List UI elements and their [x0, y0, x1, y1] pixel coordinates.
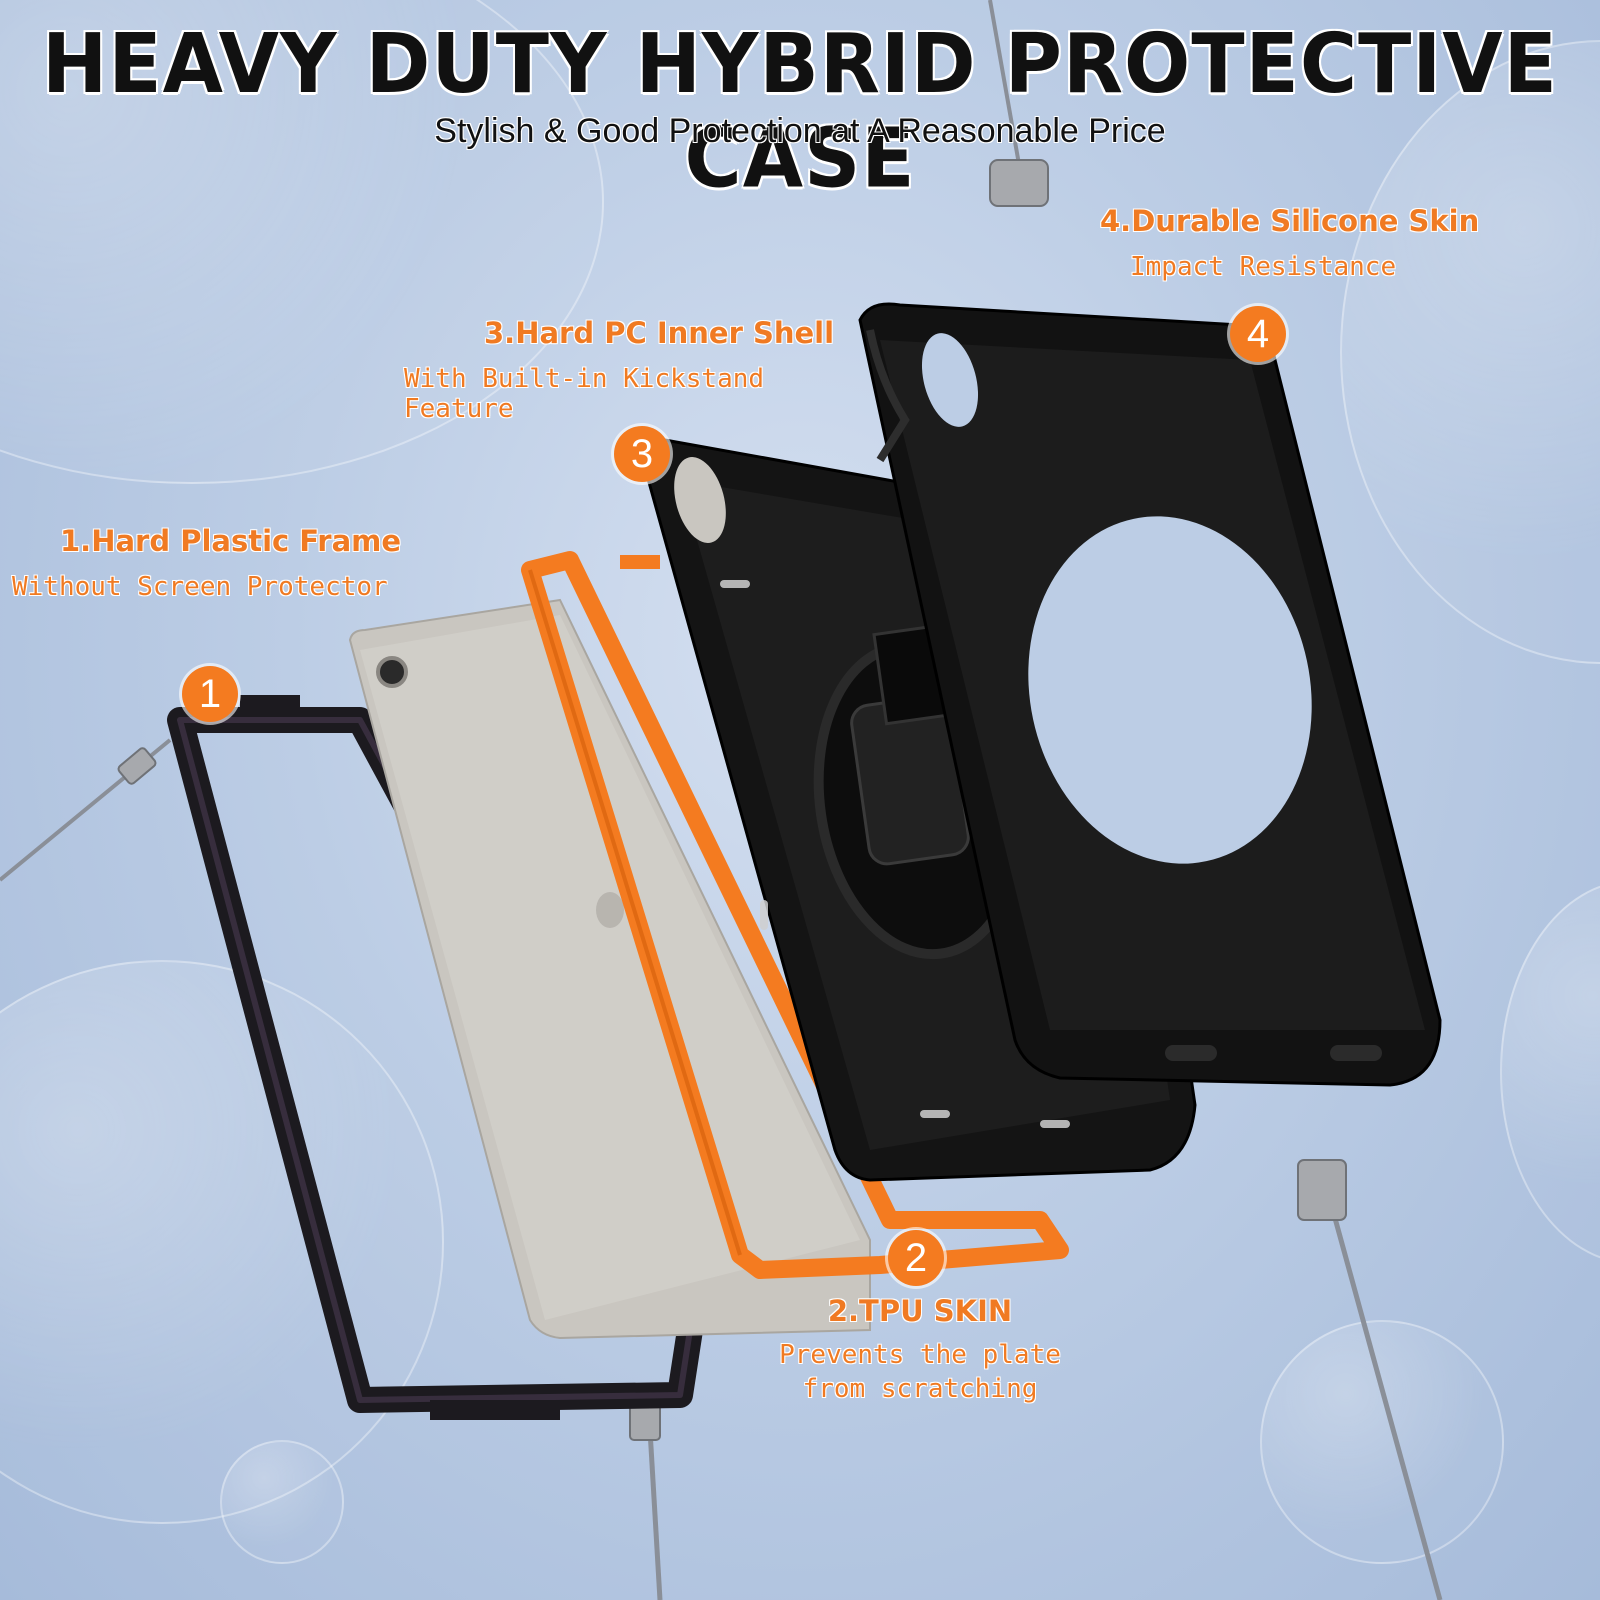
background-bubble [220, 1440, 344, 1564]
wire [647, 1429, 663, 1600]
layer-4-title: 4.Durable Silicone Skin [1100, 204, 1480, 238]
tablet [348, 598, 871, 1340]
layer-4-badge: 4 [1230, 306, 1286, 362]
metal-clip [117, 159, 1347, 1441]
layer-2-description: Prevents the plate [779, 1340, 1061, 1370]
wire [988, 0, 1022, 171]
layer-4-description: Impact Resistance [1130, 252, 1397, 282]
background-bubble [1260, 1320, 1504, 1564]
hard-plastic-frame [167, 695, 703, 1420]
layer-1-title: 1.Hard Plastic Frame [60, 524, 402, 558]
camera-cutout [921, 333, 979, 427]
strap-opening [1028, 516, 1312, 864]
page-title: HEAVY DUTY HYBRID PROTECTIVE CASE [42, 17, 1558, 207]
layer-1-description: Without Screen Protector [12, 572, 388, 602]
layer-1-badge: 1 [182, 666, 238, 722]
layer-1-callout: 1.Hard Plastic Frame Without Screen Prot… [12, 524, 440, 602]
background-bubble [0, 960, 444, 1524]
layer-2-callout: 2.TPU SKIN Prevents the plate from scrat… [760, 1294, 1080, 1404]
camera-cutout [674, 457, 726, 543]
camera-lens [376, 656, 408, 688]
layer-3-callout: 3.Hard PC Inner Shell With Built-in Kick… [404, 316, 884, 424]
layer-2-description-line2: from scratching [802, 1374, 1038, 1404]
wire [1327, 1199, 1443, 1600]
layer-3-description: With Built-in Kickstand Feature [404, 364, 765, 424]
layer-2-title: 2.TPU SKIN [827, 1294, 1013, 1328]
apple-logo [596, 892, 624, 928]
durable-silicone-skin [858, 302, 1442, 1087]
layer-2-badge: 2 [888, 1230, 944, 1286]
layer-3-title: 3.Hard PC Inner Shell [484, 316, 835, 350]
layer-3-badge: 3 [614, 426, 670, 482]
page-subtitle: Stylish & Good Protection at A Reasonabl… [434, 112, 1166, 150]
layer-4-callout: 4.Durable Silicone Skin Impact Resistanc… [1100, 204, 1560, 282]
